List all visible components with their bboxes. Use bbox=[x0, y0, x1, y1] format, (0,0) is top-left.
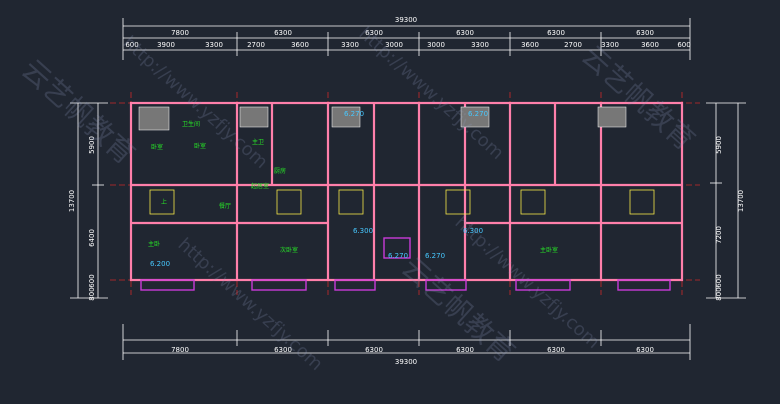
room-labels: 卧室 卧室 卫生间 餐厅 厨房 起居室 主卧 次卧室 主卧室 主卫 上 bbox=[148, 120, 558, 254]
top-main-label-1: 7800 bbox=[171, 29, 189, 37]
hatch-1 bbox=[138, 106, 170, 131]
bottom-main-label-2: 6300 bbox=[274, 346, 292, 354]
stair-label: 上 bbox=[161, 198, 167, 206]
left-dimension-texts: 13700 5900 6400 600 800 bbox=[68, 136, 96, 301]
bottom-dimension-texts: 7800 6300 6300 6300 6300 6300 39300 bbox=[171, 346, 654, 366]
bottom-main-label-5: 6300 bbox=[547, 346, 565, 354]
left-small-label-1: 600 bbox=[88, 274, 96, 287]
hatch-2 bbox=[239, 106, 269, 128]
right-upper-label: 5900 bbox=[715, 136, 723, 154]
right-dimension-texts: 5900 7200 13700 600 800 bbox=[715, 136, 745, 301]
hatched-rooms bbox=[138, 106, 627, 131]
top-detail-label-2: 3900 bbox=[157, 41, 175, 49]
top-main-label-2: 6300 bbox=[274, 29, 292, 37]
right-dimension-lines bbox=[706, 102, 746, 299]
level-7: 6.200 bbox=[150, 260, 170, 268]
top-detail-label-7: 3000 bbox=[385, 41, 403, 49]
balcony-middle-right bbox=[515, 279, 571, 291]
room-master: 主卧室 bbox=[540, 246, 558, 254]
balcony-right bbox=[617, 279, 671, 291]
top-detail-label-11: 2700 bbox=[564, 41, 582, 49]
top-detail-label-14: 600 bbox=[677, 41, 690, 49]
stair-center-left bbox=[338, 189, 364, 215]
top-main-label-3: 6300 bbox=[365, 29, 383, 37]
top-detail-label-10: 3600 bbox=[521, 41, 539, 49]
right-small-label-1: 600 bbox=[715, 274, 723, 287]
level-1: 6.270 bbox=[344, 110, 364, 118]
entry-platform bbox=[383, 237, 411, 259]
stair-right-middle bbox=[520, 189, 546, 215]
top-dimension-lines bbox=[122, 18, 691, 60]
top-detail-label-8: 3000 bbox=[427, 41, 445, 49]
left-small-label-2: 800 bbox=[88, 287, 96, 300]
bottom-main-label-3: 6300 bbox=[365, 346, 383, 354]
bottom-main-label-4: 6300 bbox=[456, 346, 474, 354]
top-main-label-5: 6300 bbox=[547, 29, 565, 37]
left-upper-label: 5900 bbox=[88, 136, 96, 154]
bottom-total-label: 39300 bbox=[395, 358, 417, 366]
top-detail-label-12: 3300 bbox=[601, 41, 619, 49]
level-2: 6.270 bbox=[468, 110, 488, 118]
balcony-center-left bbox=[334, 279, 376, 291]
left-lower-label: 6400 bbox=[88, 229, 96, 247]
bottom-dimension-lines bbox=[122, 324, 691, 360]
stair-right bbox=[629, 189, 655, 215]
balcony-center-right bbox=[425, 279, 467, 291]
top-detail-label-13: 3600 bbox=[641, 41, 659, 49]
outer-wall bbox=[129, 101, 684, 282]
right-total-label: 13700 bbox=[737, 190, 745, 212]
stairs bbox=[149, 189, 655, 215]
top-detail-label-9: 3300 bbox=[471, 41, 489, 49]
left-dimension-lines bbox=[70, 102, 108, 299]
room-living: 起居室 bbox=[251, 182, 269, 190]
room-dining: 餐厅 bbox=[219, 202, 231, 210]
level-3: 6.300 bbox=[353, 227, 373, 235]
balcony-left bbox=[140, 279, 195, 291]
top-detail-label-6: 3300 bbox=[341, 41, 359, 49]
room-secondary: 次卧室 bbox=[280, 246, 298, 254]
balconies bbox=[140, 237, 671, 291]
bottom-main-label-1: 7800 bbox=[171, 346, 189, 354]
level-6: 6.270 bbox=[425, 252, 445, 260]
stair-center-right bbox=[445, 189, 471, 215]
top-total-label: 39300 bbox=[395, 16, 417, 24]
watermark-url-3: http://www.yzfjy.com bbox=[174, 234, 327, 375]
watermarks: http://www.yzfjy.com http://www.yzfjy.co… bbox=[15, 23, 701, 375]
stair-left bbox=[149, 189, 175, 215]
top-detail-label-1: 600 bbox=[125, 41, 138, 49]
room-bathroom: 卫生间 bbox=[182, 120, 200, 128]
top-main-label-6: 6300 bbox=[636, 29, 654, 37]
level-5: 6.270 bbox=[388, 252, 408, 260]
bottom-main-label-6: 6300 bbox=[636, 346, 654, 354]
left-total-label: 13700 bbox=[68, 190, 76, 212]
hatch-4 bbox=[460, 106, 490, 128]
room-main: 主卧 bbox=[148, 240, 160, 248]
level-4: 6.300 bbox=[463, 227, 483, 235]
top-detail-label-5: 3600 bbox=[291, 41, 309, 49]
right-lower-label: 7200 bbox=[715, 226, 723, 244]
top-dimension-texts: 39300 7800 6300 6300 6300 6300 6300 600 … bbox=[125, 16, 690, 49]
top-detail-label-4: 2700 bbox=[247, 41, 265, 49]
right-small-label-2: 800 bbox=[715, 287, 723, 300]
stair-left-middle bbox=[276, 189, 302, 215]
balcony-middle-left bbox=[251, 279, 307, 291]
hatch-3 bbox=[331, 106, 361, 128]
top-main-label-4: 6300 bbox=[456, 29, 474, 37]
walls bbox=[129, 101, 684, 282]
hatch-5 bbox=[597, 106, 627, 128]
watermark-brand-2: 云艺帆教育 bbox=[575, 39, 701, 157]
room-kitchen: 厨房 bbox=[274, 167, 286, 175]
level-markers: 6.270 6.270 6.300 6.300 6.270 6.270 6.20… bbox=[150, 110, 488, 268]
top-detail-label-3: 3300 bbox=[205, 41, 223, 49]
room-bedroom-1: 卧室 bbox=[151, 143, 163, 151]
room-master-bath: 主卫 bbox=[252, 138, 264, 146]
room-bedroom-2: 卧室 bbox=[194, 142, 206, 150]
